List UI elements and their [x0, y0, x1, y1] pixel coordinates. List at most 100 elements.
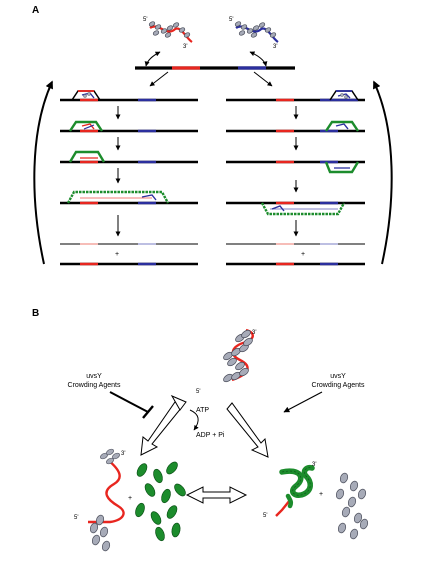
uvsx-protein	[337, 522, 347, 534]
uvsx-protein	[349, 480, 359, 492]
top-right-presynaptic-filament	[234, 21, 279, 43]
uvsx-protein	[235, 361, 245, 371]
gp32-protein	[136, 463, 148, 477]
five-prime-label: 5'	[196, 389, 200, 395]
gp32-protein	[171, 522, 181, 538]
top-left-presynaptic-filament	[148, 21, 193, 43]
uvsx-protein	[99, 526, 109, 538]
right-step-3-joint	[226, 160, 365, 174]
adp-pi-label: ADP + Pi	[196, 432, 225, 439]
right-step-2-joint	[226, 120, 365, 133]
panel-a-label: A	[32, 5, 39, 16]
uvsx-protein	[148, 21, 156, 27]
panel-b: B 3' 5' uvsY Crowding Agents uvsY Crowdi…	[32, 308, 369, 552]
uvsx-protein	[91, 534, 101, 546]
ssdna-with-uvsx	[88, 448, 125, 524]
uvsx-protein	[154, 24, 162, 30]
uvsx-protein	[234, 21, 242, 27]
pathway-arrow	[149, 71, 169, 87]
plus-sign: +	[319, 491, 323, 498]
uvsx-protein	[258, 22, 266, 28]
uvsx-protein	[238, 30, 246, 36]
uvsx-protein	[241, 329, 251, 339]
uvsx-protein	[357, 488, 367, 500]
uvsx-protein	[89, 522, 99, 534]
three-prime-label: 3'	[121, 451, 125, 457]
five-prime-label: 5'	[143, 17, 147, 23]
uvsx-protein	[152, 30, 160, 36]
gp32-protein	[174, 483, 186, 497]
right-regulator-uvsy: uvsY	[330, 373, 346, 380]
right-regulator-crowding: Crowding Agents	[312, 382, 365, 389]
atp-hydrolysis-arrow	[189, 409, 199, 431]
pathway-arrow	[253, 71, 273, 87]
binding-arrow	[144, 51, 161, 67]
five-prime-label: 5'	[263, 513, 267, 519]
uvsx-filament-top	[223, 328, 254, 383]
uvsx-protein	[178, 27, 186, 33]
disassembly-arrow	[140, 401, 183, 456]
uvsx-protein	[183, 32, 191, 38]
left-step-4-joint	[60, 190, 198, 205]
uvsx-protein	[160, 28, 168, 34]
uvsx-protein	[264, 27, 272, 33]
uvsx-protein	[250, 32, 258, 38]
uvsx-protein	[341, 506, 351, 518]
uvsx-protein	[335, 488, 345, 500]
gp32-protein	[150, 511, 162, 525]
gp32-protein	[153, 468, 163, 484]
uvsx-protein	[239, 367, 249, 377]
three-prime-label: 3'	[312, 462, 316, 468]
plus-sign: +	[128, 495, 132, 502]
gp32-protein	[155, 526, 165, 542]
promotion-arrow	[283, 391, 323, 413]
uvsx-protein	[243, 337, 253, 347]
left-regulator-crowding: Crowding Agents	[68, 382, 121, 389]
left-regulator-uvsy: uvsY	[86, 373, 102, 380]
uvsx-protein	[240, 24, 248, 30]
free-uvsx-right	[335, 472, 369, 540]
uvsx-protein	[359, 518, 369, 530]
five-prime-label: 5'	[229, 17, 233, 23]
binding-arrow	[249, 51, 268, 67]
gp32-protein	[166, 505, 178, 519]
exchange-arrow	[185, 486, 248, 504]
uvsx-protein	[227, 357, 237, 367]
plus-sign: +	[301, 251, 305, 258]
right-column: +	[226, 90, 365, 266]
three-prime-label: 3'	[273, 44, 277, 50]
uvsx-protein	[353, 512, 363, 524]
uvsx-protein	[164, 32, 172, 38]
right-step-4-joint	[226, 201, 365, 216]
panel-a: A 5' 3' 5' 3'	[32, 5, 393, 266]
uvsx-protein	[252, 25, 260, 31]
free-gp32	[135, 461, 186, 542]
inhibition-bar	[142, 405, 154, 419]
uvsx-protein	[166, 25, 174, 31]
atp-label: ATP	[196, 407, 209, 414]
gp32-protein	[166, 461, 178, 475]
inhibition-line	[109, 391, 149, 413]
left-step-3-joint	[60, 150, 198, 164]
plus-sign: +	[115, 251, 119, 258]
uvsx-protein	[347, 496, 357, 508]
recycle-arrow-right	[373, 80, 393, 265]
left-column: +	[60, 90, 198, 266]
gp32-protein	[161, 488, 171, 504]
recycle-arrow-left	[33, 80, 53, 265]
gp32-protein	[144, 483, 156, 497]
uvsx-protein	[172, 22, 180, 28]
uvsx-protein	[269, 32, 277, 38]
three-prime-label: 3'	[252, 330, 256, 336]
three-prime-label: 3'	[183, 44, 187, 50]
gp32-protein	[135, 502, 145, 518]
uvsx-protein	[349, 528, 359, 540]
right-step-1-joint	[226, 90, 365, 102]
left-step-2-joint	[60, 120, 198, 133]
left-step-1-joint	[60, 90, 198, 102]
five-prime-label: 5'	[74, 515, 78, 521]
reversibility-head	[170, 394, 187, 411]
uvsx-protein	[339, 472, 349, 484]
assembly-arrow	[226, 402, 269, 458]
